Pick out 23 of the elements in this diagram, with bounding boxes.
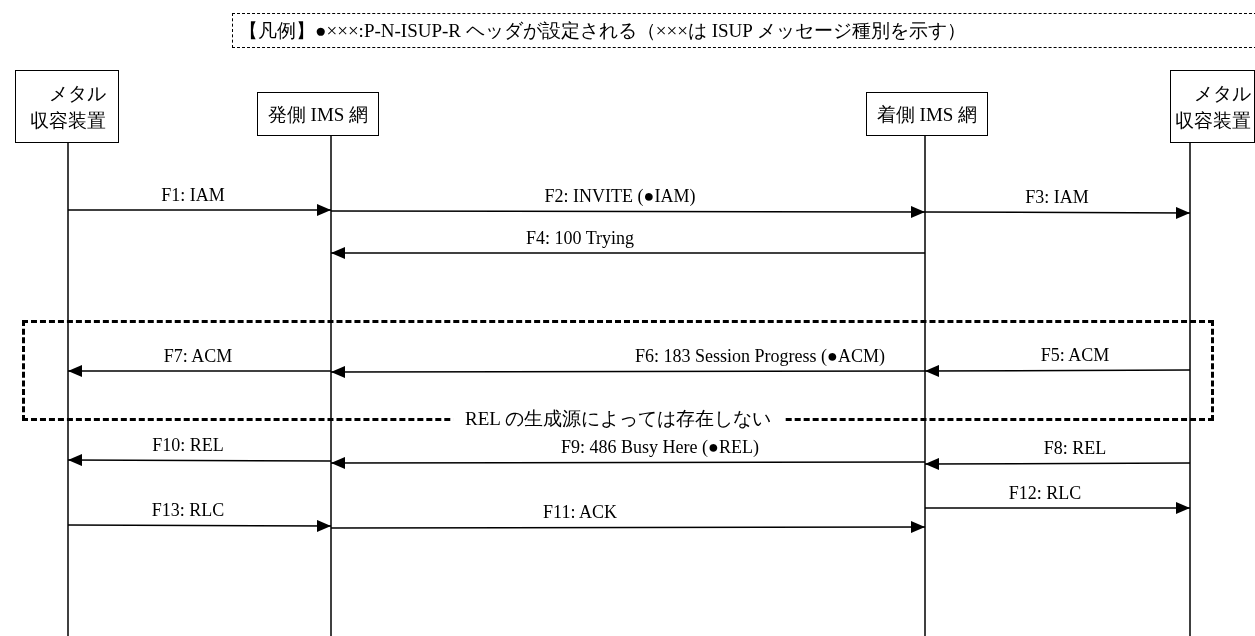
participant-box: 着側 IMS 網 bbox=[866, 92, 988, 136]
message-arrow bbox=[67, 519, 332, 532]
message-label: F2: INVITE (●IAM) bbox=[542, 186, 698, 206]
participant-box: 発側 IMS 網 bbox=[257, 92, 379, 136]
message-arrow bbox=[67, 204, 332, 216]
participant-box: メタル収容装置 bbox=[1170, 70, 1255, 143]
participant-box: メタル収容装置 bbox=[15, 70, 119, 143]
message-arrow bbox=[330, 457, 926, 469]
message-label: F9: 486 Busy Here (●REL) bbox=[559, 437, 761, 457]
message-label: F6: 183 Session Progress (●ACM) bbox=[633, 346, 887, 366]
frame-note: REL の生成源によっては存在しない bbox=[453, 408, 783, 430]
message-arrow bbox=[67, 454, 332, 467]
message-arrow bbox=[924, 457, 1191, 470]
message-label: F4: 100 Trying bbox=[524, 228, 636, 248]
message-arrow bbox=[330, 521, 926, 533]
message-arrow bbox=[330, 247, 926, 259]
message-arrow bbox=[330, 206, 926, 218]
message-arrow bbox=[67, 365, 332, 377]
legend-box: 【凡例】●×××:P-N-ISUP-R ヘッダが設定される（×××は ISUP メッセージ種別を示す） bbox=[232, 13, 1255, 48]
message-arrow bbox=[924, 364, 1191, 377]
message-arrow bbox=[330, 366, 926, 378]
message-arrow bbox=[924, 206, 1191, 219]
message-arrow bbox=[924, 502, 1191, 514]
